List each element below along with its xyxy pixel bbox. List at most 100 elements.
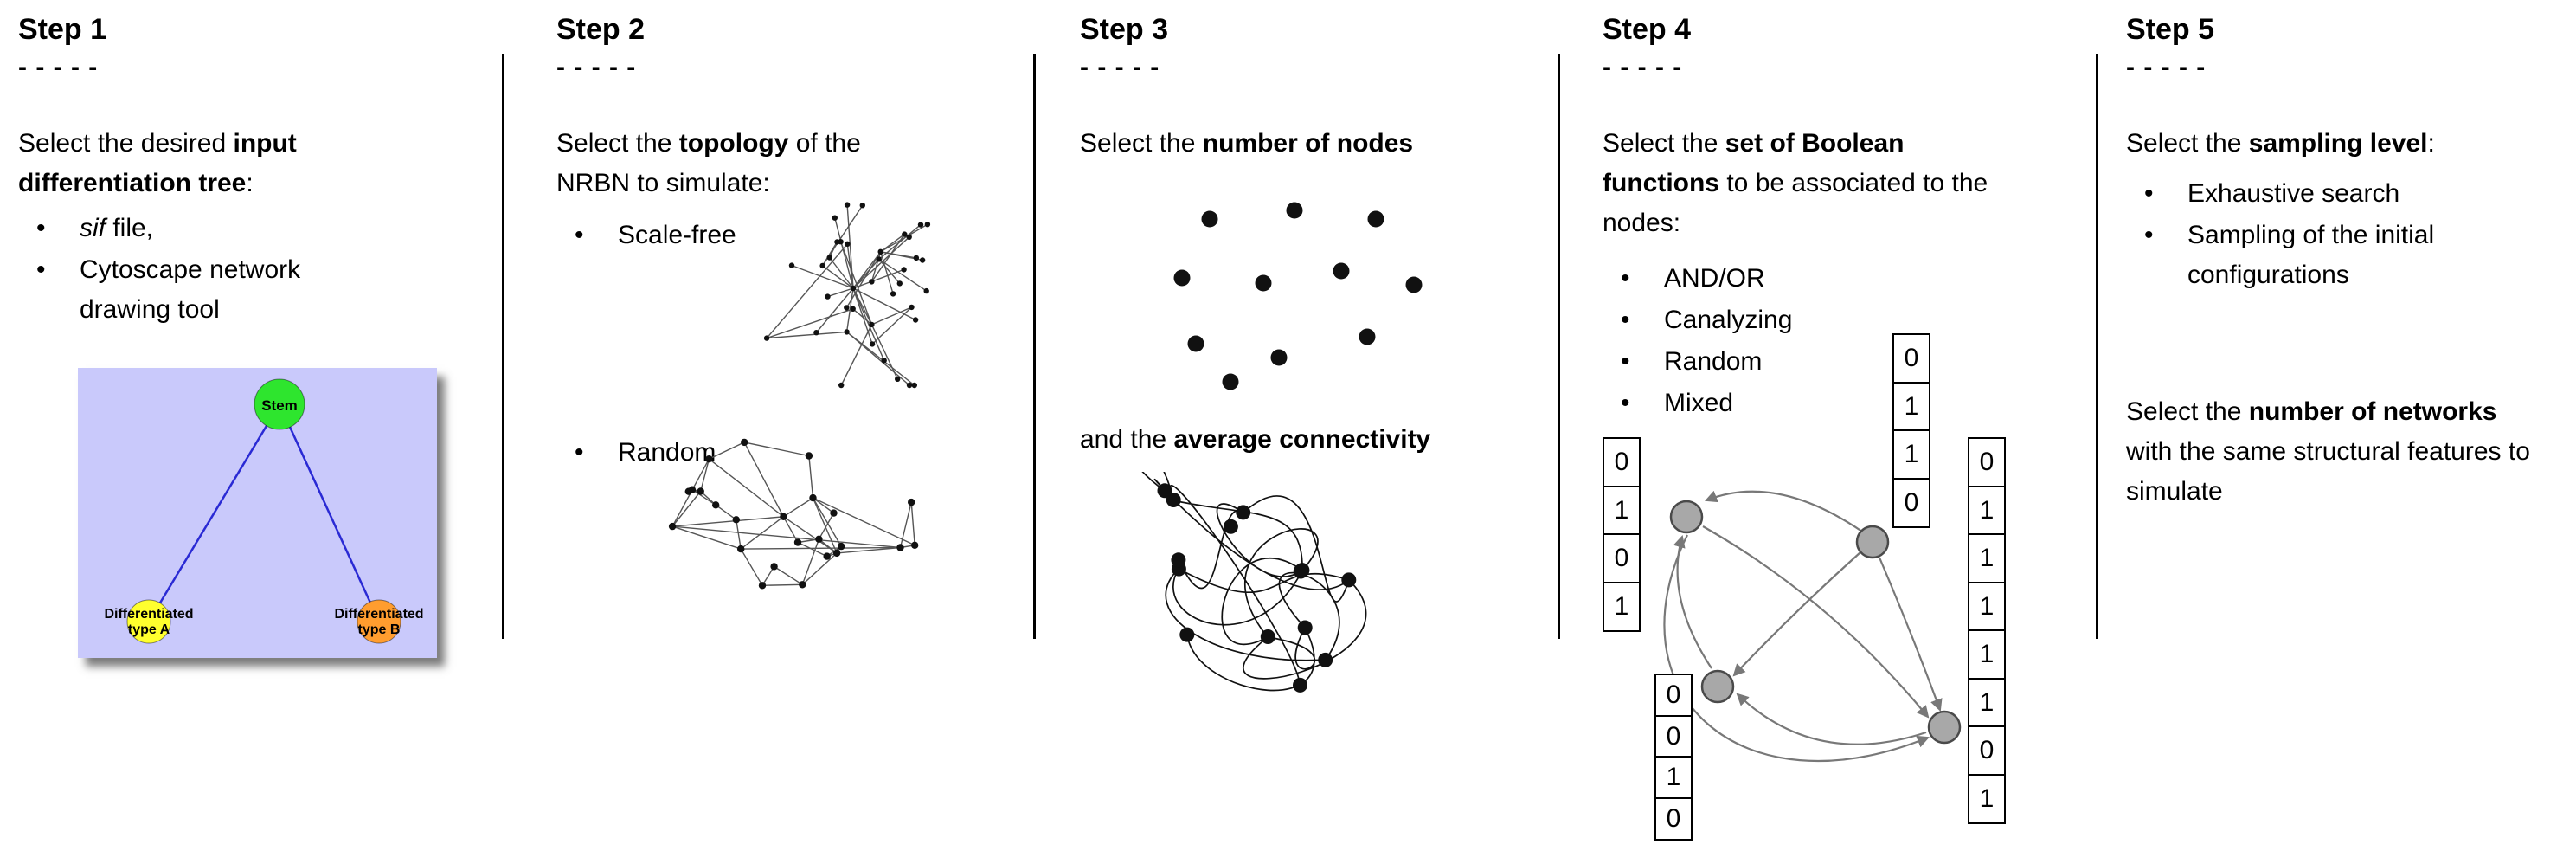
boolean-network-edges	[1663, 490, 1943, 762]
text-run-bold: average connectivity	[1173, 425, 1431, 455]
step-1-options-list: sif file, Cytoscape network drawing tool	[18, 209, 382, 330]
differentiation-tree-figure: Stem Differentiated type A Differentiate…	[78, 367, 437, 658]
text-run: Select the	[1603, 129, 1725, 158]
option-random-topology: Random	[556, 433, 1033, 473]
truth-table-cell: 1	[1603, 581, 1641, 632]
text-run: of the NRBN to simulate:	[556, 129, 861, 198]
type-a-label-line1: Differentiated	[104, 607, 193, 622]
option-sif-file: sif file,	[18, 209, 382, 248]
option-and-or: AND/OR	[1603, 259, 2096, 299]
truth-table-cell: 1	[1892, 429, 1930, 480]
step-2-dashes: - - - - -	[556, 53, 637, 82]
step-4-dashes: - - - - -	[1603, 53, 1683, 82]
option-exhaustive-search: Exhaustive search	[2126, 174, 2541, 214]
option-random-functions: Random	[1603, 342, 2096, 382]
text-run: Select the	[556, 129, 679, 158]
truth-table-cell: 1	[1968, 581, 2006, 632]
truth-table-cell: 0	[1603, 533, 1641, 583]
text-run: Select the	[1080, 129, 1203, 158]
truth-table-cell: 0	[1968, 725, 2006, 776]
text-run-italic: sif	[80, 214, 106, 243]
truth-table-cell: 1	[1654, 756, 1693, 799]
step-3-dashes: - - - - -	[1080, 53, 1160, 82]
step-3-description-connectivity: and the average connectivity	[1080, 420, 1558, 460]
column-divider	[2096, 54, 2098, 639]
tree-edge-right	[278, 403, 381, 622]
option-mixed: Mixed	[1603, 384, 2096, 423]
column-divider	[1558, 54, 1560, 639]
text-run-bold: set of Boolean functions	[1603, 129, 1905, 198]
nodes-dots-illustration	[1173, 202, 1423, 390]
step-5-options-list: Exhaustive search Sampling of the initia…	[2126, 174, 2541, 295]
step-5-dashes: - - - - -	[2126, 53, 2207, 82]
truth-table-cell: 0	[1654, 674, 1693, 717]
step-3-description-nodes: Select the number of nodes	[1080, 124, 1558, 164]
type-a-label-line2: type A	[128, 622, 170, 637]
step-5-title: Step 5	[2126, 13, 2215, 46]
option-canalyzing: Canalyzing	[1603, 300, 2096, 340]
truth-table-cell: 0	[1654, 796, 1693, 841]
step-2-title: Step 2	[556, 13, 646, 46]
boolean-node	[1700, 669, 1735, 704]
tree-edges	[147, 403, 381, 622]
truth-table-cell: 1	[1892, 381, 1930, 432]
step-4-options-list: AND/OR Canalyzing Random Mixed	[1603, 259, 2096, 423]
type-b-label-line1: Differentiated	[334, 607, 423, 622]
text-run: Select the	[2126, 129, 2249, 158]
truth-table-cell: 0	[1603, 437, 1641, 487]
step-1-dashes: - - - - -	[18, 53, 99, 82]
boolean-node	[1927, 710, 1962, 745]
truth-table-cell: 0	[1968, 437, 2006, 487]
option-cytoscape-tool: Cytoscape network drawing tool	[18, 250, 382, 330]
truth-table-cell: 0	[1654, 714, 1693, 758]
boolean-node	[1669, 500, 1704, 534]
differentiated-type-a-node	[126, 599, 171, 644]
text-run-bold: input differentiation tree	[18, 129, 297, 198]
text-run-bold: number of nodes	[1202, 129, 1414, 158]
step-2-description: Select the topology of the NRBN to simul…	[556, 124, 937, 203]
text-run-bold: number of networks	[2248, 396, 2497, 426]
step-1-panel: Step 1 - - - - - Select the desired inpu…	[0, 0, 502, 851]
stem-node-label: Stem	[261, 397, 298, 414]
truth-table-cell: 0	[1892, 333, 1930, 384]
step-5-description-sampling: Select the sampling level:	[2126, 124, 2541, 164]
truth-table-cell: 1	[1603, 485, 1641, 536]
text-run: and the	[1080, 425, 1174, 455]
scale-free-network-illustration	[763, 202, 931, 389]
boolean-node	[1855, 525, 1890, 559]
text-run: :	[2427, 129, 2435, 158]
boolean-network-nodes	[1669, 500, 1962, 745]
column-divider	[1033, 54, 1036, 639]
text-run: to be associated to the nodes:	[1603, 169, 1988, 238]
step-3-panel: Step 3 - - - - - Select the number of no…	[1036, 0, 1558, 851]
type-b-label-line2: type B	[358, 622, 401, 637]
truth-table-cell: 1	[1968, 773, 2006, 824]
text-run-bold: topology	[678, 129, 789, 158]
step-5-description-networks: Select the number of networks with the s…	[2126, 392, 2541, 512]
text-run: with the same structural features to sim…	[2126, 436, 2530, 506]
step-3-title: Step 3	[1080, 13, 1169, 46]
step-1-title: Step 1	[18, 13, 107, 46]
option-initial-config-sampling: Sampling of the initial configurations	[2126, 216, 2541, 295]
step-4-description: Select the set of Boolean functions to b…	[1603, 124, 2009, 243]
column-divider	[502, 54, 504, 639]
text-run: file,	[106, 214, 154, 243]
text-run: :	[246, 169, 254, 198]
option-scale-free: Scale-free	[556, 216, 1033, 255]
stem-node	[254, 378, 305, 430]
truth-table-cell: 1	[1968, 485, 2006, 536]
differentiated-type-b-node	[357, 599, 401, 644]
step-2-options-list: Scale-free Random	[556, 216, 1033, 473]
step-5-panel: Step 5 - - - - - Select the sampling lev…	[2098, 0, 2576, 851]
truth-table-cell: 1	[1968, 629, 2006, 680]
text-run-bold: sampling level	[2248, 129, 2428, 158]
connectivity-network-illustration	[1141, 472, 1367, 693]
truth-table-cell: 0	[1892, 477, 1930, 528]
step-4-panel: Step 4 - - - - - Select the set of Boole…	[1560, 0, 2096, 851]
random-network-illustration	[668, 438, 919, 590]
text-run: Select the	[2126, 396, 2249, 426]
boolean-network-illustration	[1663, 490, 1962, 762]
